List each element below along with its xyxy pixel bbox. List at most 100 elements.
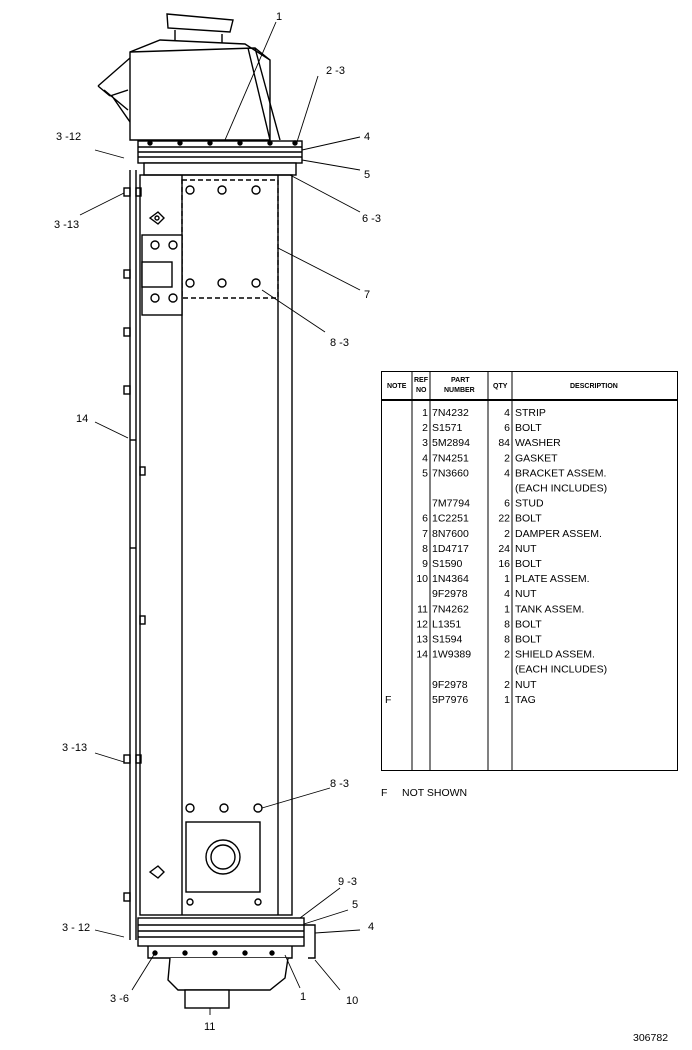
cell-part-number: 7M7794: [432, 498, 470, 510]
cell-description: (EACH INCLUDES): [515, 483, 607, 495]
header-ref: REF: [414, 377, 429, 384]
cell-part-number: 9F2978: [432, 679, 468, 691]
cell-ref-no: 14: [416, 649, 428, 661]
cell-description: NUT: [515, 679, 537, 691]
callout-5-top: 5: [364, 169, 370, 181]
cell-description: BOLT: [515, 513, 542, 525]
radiator-core: [129, 170, 293, 940]
cell-part-number: S1571: [432, 422, 463, 434]
side-bolts: [123, 187, 146, 902]
header-description: DESCRIPTION: [570, 383, 618, 390]
callout-8-3-top: 8 -3: [330, 337, 349, 349]
bracket-plate: [141, 211, 183, 316]
cell-description: BRACKET ASSEM.: [515, 467, 606, 479]
leader-lines: [79, 21, 361, 1015]
callout-3-12-top: 3 -12: [56, 131, 81, 143]
table-row: 12 L1351 8 BOLT: [416, 618, 542, 630]
cell-description: GASKET: [515, 452, 558, 464]
cell-ref-no: 7: [422, 528, 428, 540]
outlet-plate: [148, 803, 263, 906]
cell-qty: 1: [504, 603, 510, 615]
footnote: F NOT SHOWN: [381, 787, 468, 799]
cell-part-number: S1590: [432, 558, 463, 570]
cell-description: TAG: [515, 694, 536, 706]
callout-10: 10: [346, 995, 358, 1007]
callout-5-bottom: 5: [352, 899, 358, 911]
cell-qty: 84: [498, 437, 510, 449]
top-tank: [97, 13, 281, 141]
table-row: 10 1N4364 1 PLATE ASSEM.: [416, 573, 589, 585]
drawing-number: 306782: [633, 1032, 669, 1044]
cell-qty: 8: [504, 634, 510, 646]
cell-part-number: 1W9389: [432, 649, 471, 661]
cell-qty: 2: [504, 679, 510, 691]
cell-qty: 24: [498, 543, 510, 555]
cell-description: STUD: [515, 498, 544, 510]
cell-qty: 4: [504, 407, 510, 419]
cell-description: DAMPER ASSEM.: [515, 528, 602, 540]
header-qty: QTY: [493, 383, 508, 390]
cell-part-number: 5M2894: [432, 437, 470, 449]
cell-part-number: 8N7600: [432, 528, 469, 540]
cell-description: TANK ASSEM.: [515, 603, 584, 615]
cell-part-number: 5P7976: [432, 694, 468, 706]
header-number: NUMBER: [444, 387, 475, 394]
cell-ref-no: 10: [416, 573, 428, 585]
cell-ref-no: 13: [416, 634, 428, 646]
cell-part-number: 7N4232: [432, 407, 469, 419]
callout-7: 7: [364, 289, 370, 301]
cell-part-number: 7N3660: [432, 467, 469, 479]
callout-9-3: 9 -3: [338, 876, 357, 888]
cell-description: WASHER: [515, 437, 561, 449]
callout-3-13-top: 3 -13: [54, 219, 79, 231]
callout-4-bottom: 4: [368, 921, 374, 933]
cell-ref-no: 8: [422, 543, 428, 555]
cell-description: (EACH INCLUDES): [515, 664, 607, 676]
cell-description: SHIELD ASSEM.: [515, 649, 595, 661]
cell-description: BOLT: [515, 558, 542, 570]
callout-8-3-bottom: 8 -3: [330, 778, 349, 790]
cell-qty: 4: [504, 467, 510, 479]
cell-description: PLATE ASSEM.: [515, 573, 590, 585]
callout-4-top: 4: [364, 131, 370, 143]
cell-description: BOLT: [515, 634, 542, 646]
cell-qty: 8: [504, 618, 510, 630]
callout-3-6: 3 -6: [110, 993, 129, 1005]
cell-qty: 22: [498, 513, 510, 525]
cell-qty: 6: [504, 498, 510, 510]
cell-part-number: 9F2978: [432, 588, 468, 600]
callout-labels: 1 2 -3 4 5 6 -3 7 8 -3 3 -12 3 -13 14 3 …: [54, 11, 381, 1033]
cell-part-number: 7N4262: [432, 603, 469, 615]
table-row: 9F2978 2 NUT: [432, 679, 537, 691]
table-row: 5 7N3660 4 BRACKET ASSEM.: [422, 467, 606, 479]
top-flange: [137, 140, 303, 176]
cell-qty: 1: [504, 694, 510, 706]
cell-ref-no: 12: [416, 618, 428, 630]
cell-part-number: 1N4364: [432, 573, 469, 585]
damper-assembly: [181, 179, 279, 299]
header-part: PART: [451, 377, 470, 384]
cell-part-number: L1351: [432, 618, 461, 630]
header-note: NOTE: [387, 383, 407, 390]
cell-part-number: 1D4717: [432, 543, 469, 555]
cell-qty: 2: [504, 649, 510, 661]
cell-qty: 1: [504, 573, 510, 585]
cell-description: BOLT: [515, 618, 542, 630]
cell-description: BOLT: [515, 422, 542, 434]
table-row: (EACH INCLUDES): [515, 664, 607, 676]
cell-ref-no: 5: [422, 467, 428, 479]
cell-part-number: 7N4251: [432, 452, 469, 464]
callout-2-3: 2 -3: [326, 65, 345, 77]
cell-ref-no: 9: [422, 558, 428, 570]
parts-table: NOTE REF NO PART NUMBER QTY DESCRIPTION …: [381, 371, 678, 771]
callout-6-3: 6 -3: [362, 213, 381, 225]
